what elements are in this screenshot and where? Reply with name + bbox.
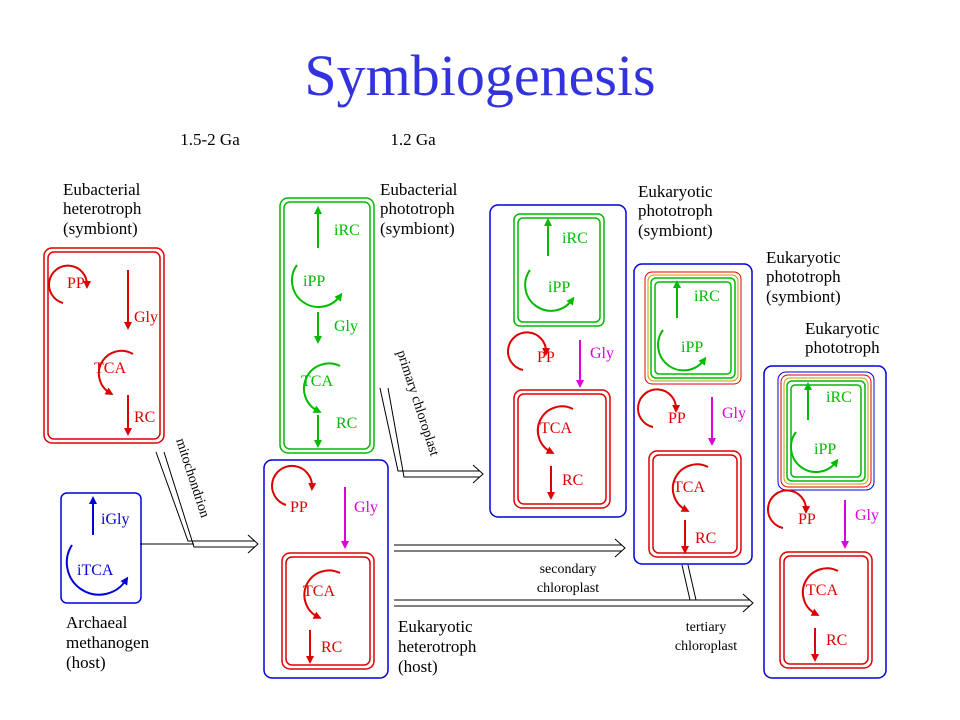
cell-label: phototroph: [638, 201, 713, 220]
cell-label: phototroph: [380, 199, 455, 218]
pathway-itca: iTCA: [77, 562, 114, 579]
archaeal-methanogen-cell: iGly iTCA Archaeal methanogen (host): [60, 492, 150, 672]
pathway-ipp: iPP: [814, 441, 836, 458]
eubacterial-phototroph-cell: Eubacterial phototroph (symbiont) iRC iP…: [279, 180, 458, 454]
pathway-gly: Gly: [334, 318, 358, 335]
event-label-primary-chloroplast: primary chloroplast: [393, 349, 441, 458]
pathway-gly: Gly: [354, 499, 378, 516]
time-label-late: 1.2 Ga: [390, 130, 436, 149]
cell-label: heterotroph: [63, 199, 142, 218]
pathway-gly: Gly: [590, 345, 614, 362]
cell-label: phototroph: [805, 338, 880, 357]
tca-cycle-arrow-icon: [801, 567, 839, 616]
cell-label: (symbiont): [63, 219, 138, 238]
pathway-tca: TCA: [673, 479, 705, 496]
pathway-pp: PP: [668, 410, 686, 427]
eukaryotic-phototroph-cell-2: iRC iPP PP Gly TCA RC: [633, 263, 753, 565]
pathway-rc: RC: [826, 632, 847, 649]
page-title: Symbiogenesis: [304, 43, 655, 108]
cell-label: methanogen: [66, 633, 150, 652]
pathway-rc: RC: [336, 415, 357, 432]
cell-label: (host): [66, 653, 106, 672]
pp-cycle-arrow-icon: [48, 264, 92, 304]
secondary-chloroplast-event-arrow: [394, 538, 626, 558]
cell-label: phototroph: [766, 267, 841, 286]
ipp-cycle-arrow-icon: [290, 264, 343, 309]
tca-cycle-arrow-icon: [97, 349, 134, 396]
event-label-secondary-chloroplast: chloroplast: [537, 581, 599, 596]
pathway-gly: Gly: [722, 405, 746, 422]
pathway-ipp: iPP: [548, 279, 570, 296]
cell-label: heterotroph: [398, 637, 477, 656]
pp-cycle-arrow-icon: [767, 489, 811, 529]
time-label-early: 1.5-2 Ga: [180, 130, 240, 149]
pathway-irc: iRC: [694, 288, 720, 305]
tca-cycle-arrow-icon: [302, 362, 341, 413]
cell-label: Eukaryotic: [766, 248, 841, 267]
ipp-cycle-arrow-icon: [524, 269, 575, 312]
pathway-gly: Gly: [855, 507, 879, 524]
pp-cycle-arrow-icon: [507, 331, 551, 371]
pathway-tca: TCA: [806, 582, 838, 599]
tca-cycle-arrow-icon: [536, 405, 574, 454]
itca-cycle-arrow-icon: [65, 544, 129, 596]
cell-label: (symbiont): [380, 219, 455, 238]
pp-cycle-arrow-icon: [637, 388, 681, 428]
pp-cycle-arrow-icon: [271, 464, 317, 506]
pathway-rc: RC: [321, 639, 342, 656]
pathway-tca: TCA: [94, 360, 126, 377]
pathway-irc: iRC: [334, 222, 360, 239]
pathway-tca: TCA: [301, 373, 333, 390]
pathway-rc: RC: [695, 530, 716, 547]
pathway-pp: PP: [537, 349, 555, 366]
event-label-mitochondrion: mitochondrion: [172, 437, 212, 520]
pathway-tca: TCA: [303, 583, 335, 600]
cell-label: Eukaryotic: [638, 182, 713, 201]
pathway-rc: RC: [562, 472, 583, 489]
tca-cycle-arrow-icon: [671, 463, 709, 512]
tca-cycle-arrow-icon: [303, 569, 341, 619]
eubacterial-heterotroph-cell: Eubacterial heterotroph (symbiont) PP Gl…: [43, 180, 165, 444]
event-label-tertiary: tertiary: [686, 620, 726, 635]
pathway-tca: TCA: [540, 420, 572, 437]
pathway-rc: RC: [134, 409, 155, 426]
eukaryotic-heterotroph-cell: PP Gly TCA RC Eukaryotic heterotroph (ho…: [263, 459, 477, 679]
pathway-ipp: iPP: [303, 273, 325, 290]
cell-label: (host): [398, 657, 438, 676]
event-label-secondary: secondary: [540, 562, 597, 577]
cell-label: (symbiont): [638, 221, 713, 240]
cell-label: Eubacterial: [380, 180, 458, 199]
pathway-igly: iGly: [101, 511, 129, 528]
primary-chloroplast-event-arrow: [379, 387, 484, 484]
cell-label: Archaeal: [66, 613, 128, 632]
ipp-cycle-arrow-icon: [657, 329, 707, 372]
eukaryotic-phototroph-cell-3: Eukaryotic phototroph iRC iPP PP Gly TCA…: [763, 319, 887, 679]
pathway-pp: PP: [798, 511, 816, 528]
cell-label: Eukaryotic: [398, 617, 473, 636]
pathway-pp: PP: [67, 275, 85, 292]
pathway-irc: iRC: [826, 389, 852, 406]
cell-label: (symbiont): [766, 287, 841, 306]
ipp-cycle-arrow-icon: [790, 431, 839, 473]
tertiary-chloroplast-event-arrow: [394, 564, 754, 613]
pathway-pp: PP: [290, 499, 308, 516]
pathway-gly: Gly: [134, 309, 158, 326]
mitochondrion-event-arrow: [140, 451, 259, 554]
event-label-tertiary-chloroplast: chloroplast: [675, 639, 737, 654]
pathway-irc: iRC: [562, 230, 588, 247]
cell-label: Eubacterial: [63, 180, 141, 199]
eukaryotic-phototroph-cell-1: iRC iPP PP Gly TCA RC: [489, 204, 627, 518]
cell-label: Eukaryotic: [805, 319, 880, 338]
pathway-ipp: iPP: [681, 339, 703, 356]
